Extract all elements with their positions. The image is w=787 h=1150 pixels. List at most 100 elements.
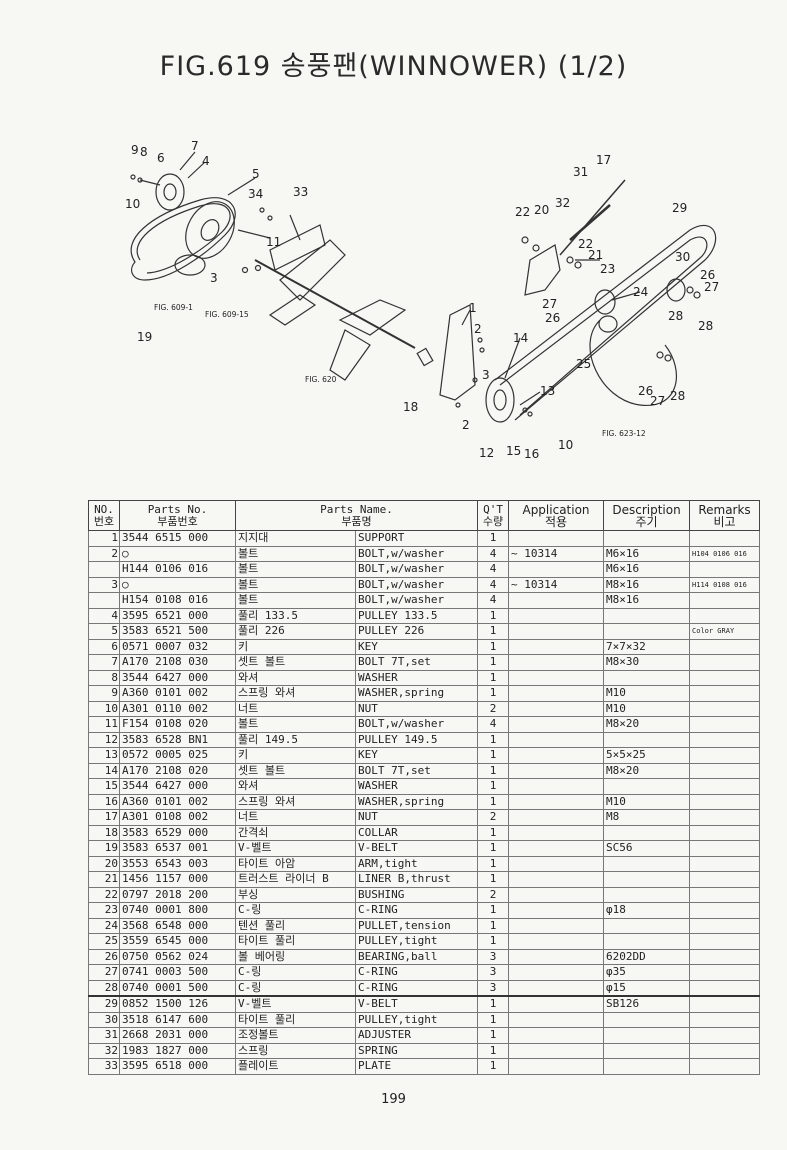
cell-name-en: V-BELT <box>354 840 479 857</box>
cell-no: 10 <box>88 700 120 717</box>
cell-qty: 3 <box>477 979 510 997</box>
cell-name-kr: 풀리 149.5 <box>235 731 356 748</box>
cell-remarks <box>689 933 761 950</box>
cell-part-no: 0740 0001 800 <box>119 902 236 919</box>
cell-name-en: V-BELT <box>354 995 479 1013</box>
cell-part-no: 3544 6427 000 <box>119 669 236 686</box>
fig-ref-609-1: FIG. 609-1 <box>154 303 193 312</box>
cell-part-no: 3583 6537 001 <box>119 840 236 857</box>
cell-description <box>603 886 691 903</box>
callout-25: 25 <box>576 357 591 371</box>
callout-31: 31 <box>573 165 588 179</box>
cell-description: M8×20 <box>603 762 691 779</box>
cell-application <box>508 530 605 547</box>
cell-remarks <box>689 793 761 810</box>
cell-description <box>603 855 691 872</box>
cell-qty: 1 <box>477 902 510 919</box>
cell-description: M10 <box>603 793 691 810</box>
cell-name-kr: 스프링 와셔 <box>235 685 356 702</box>
cell-description: 7×7×32 <box>603 638 691 655</box>
callout-28: 28 <box>668 309 683 323</box>
callout-10b: 10 <box>558 438 573 452</box>
cell-name-en: KEY <box>354 638 479 655</box>
cell-name-en: WASHER,spring <box>354 685 479 702</box>
cell-remarks <box>689 809 761 826</box>
cell-qty: 1 <box>477 685 510 702</box>
callout-26: 26 <box>545 311 560 325</box>
callout-12: 12 <box>479 446 494 460</box>
cell-qty: 1 <box>477 762 510 779</box>
cell-remarks <box>689 716 761 733</box>
cell-application <box>508 917 605 934</box>
cell-remarks <box>689 948 761 965</box>
callout-20: 20 <box>534 203 549 217</box>
cell-qty: 1 <box>477 933 510 950</box>
cell-name-kr: 풀리 226 <box>235 623 356 640</box>
cell-application <box>508 793 605 810</box>
cell-qty: 4 <box>477 592 510 609</box>
cell-name-kr: 너트 <box>235 700 356 717</box>
cell-description <box>603 1042 691 1059</box>
cell-application <box>508 638 605 655</box>
cell-name-en: ARM,tight <box>354 855 479 872</box>
v-belt-29 <box>494 224 717 421</box>
cell-name-en: KEY <box>354 747 479 764</box>
cell-qty: 1 <box>477 824 510 841</box>
cell-name-en: C-RING <box>354 964 479 981</box>
cell-description <box>603 623 691 640</box>
cell-name-kr: V-벨트 <box>235 840 356 857</box>
callout-26c: 26 <box>638 384 653 398</box>
cell-description: SC56 <box>603 840 691 857</box>
cell-no: 4 <box>88 607 120 624</box>
cell-remarks <box>689 731 761 748</box>
callout-15: 15 <box>506 444 521 458</box>
cell-application <box>508 1058 605 1075</box>
cell-qty: 3 <box>477 964 510 981</box>
cell-no: 19 <box>88 840 120 857</box>
v-belt-19 <box>130 197 236 281</box>
cell-no: 25 <box>88 933 120 950</box>
cell-application <box>508 995 605 1013</box>
cell-description <box>603 1011 691 1028</box>
callout-11: 11 <box>266 235 281 249</box>
cell-name-en: BOLT,w/washer <box>354 592 479 609</box>
cell-remarks: Color GRAY <box>689 623 761 640</box>
cell-name-kr: 볼트 <box>235 716 356 733</box>
cell-name-kr: 풀리 133.5 <box>235 607 356 624</box>
cell-description: φ15 <box>603 979 691 997</box>
cell-part-no: 0572 0005 025 <box>119 747 236 764</box>
cell-no: 28 <box>88 979 120 997</box>
cell-name-kr: 셋트 볼트 <box>235 654 356 671</box>
cell-part-no: ○ <box>119 576 236 593</box>
cell-remarks <box>689 824 761 841</box>
cell-part-no: H144 0106 016 <box>119 561 236 578</box>
cell-part-no: A360 0101 002 <box>119 685 236 702</box>
cell-qty: 1 <box>477 669 510 686</box>
cell-name-kr: 조정볼트 <box>235 1027 356 1044</box>
cell-remarks <box>689 979 761 997</box>
cell-qty: 1 <box>477 530 510 547</box>
cell-no: 3 <box>88 576 120 593</box>
cell-application <box>508 964 605 981</box>
cell-no: 20 <box>88 855 120 872</box>
cell-description: M8×16 <box>603 592 691 609</box>
callout-28b: 28 <box>698 319 713 333</box>
cell-no: 18 <box>88 824 120 841</box>
cell-remarks <box>689 638 761 655</box>
callout-7: 7 <box>191 139 199 153</box>
cell-no: 12 <box>88 731 120 748</box>
cell-qty: 4 <box>477 545 510 562</box>
cell-remarks: H114 0108 016 <box>689 576 761 593</box>
